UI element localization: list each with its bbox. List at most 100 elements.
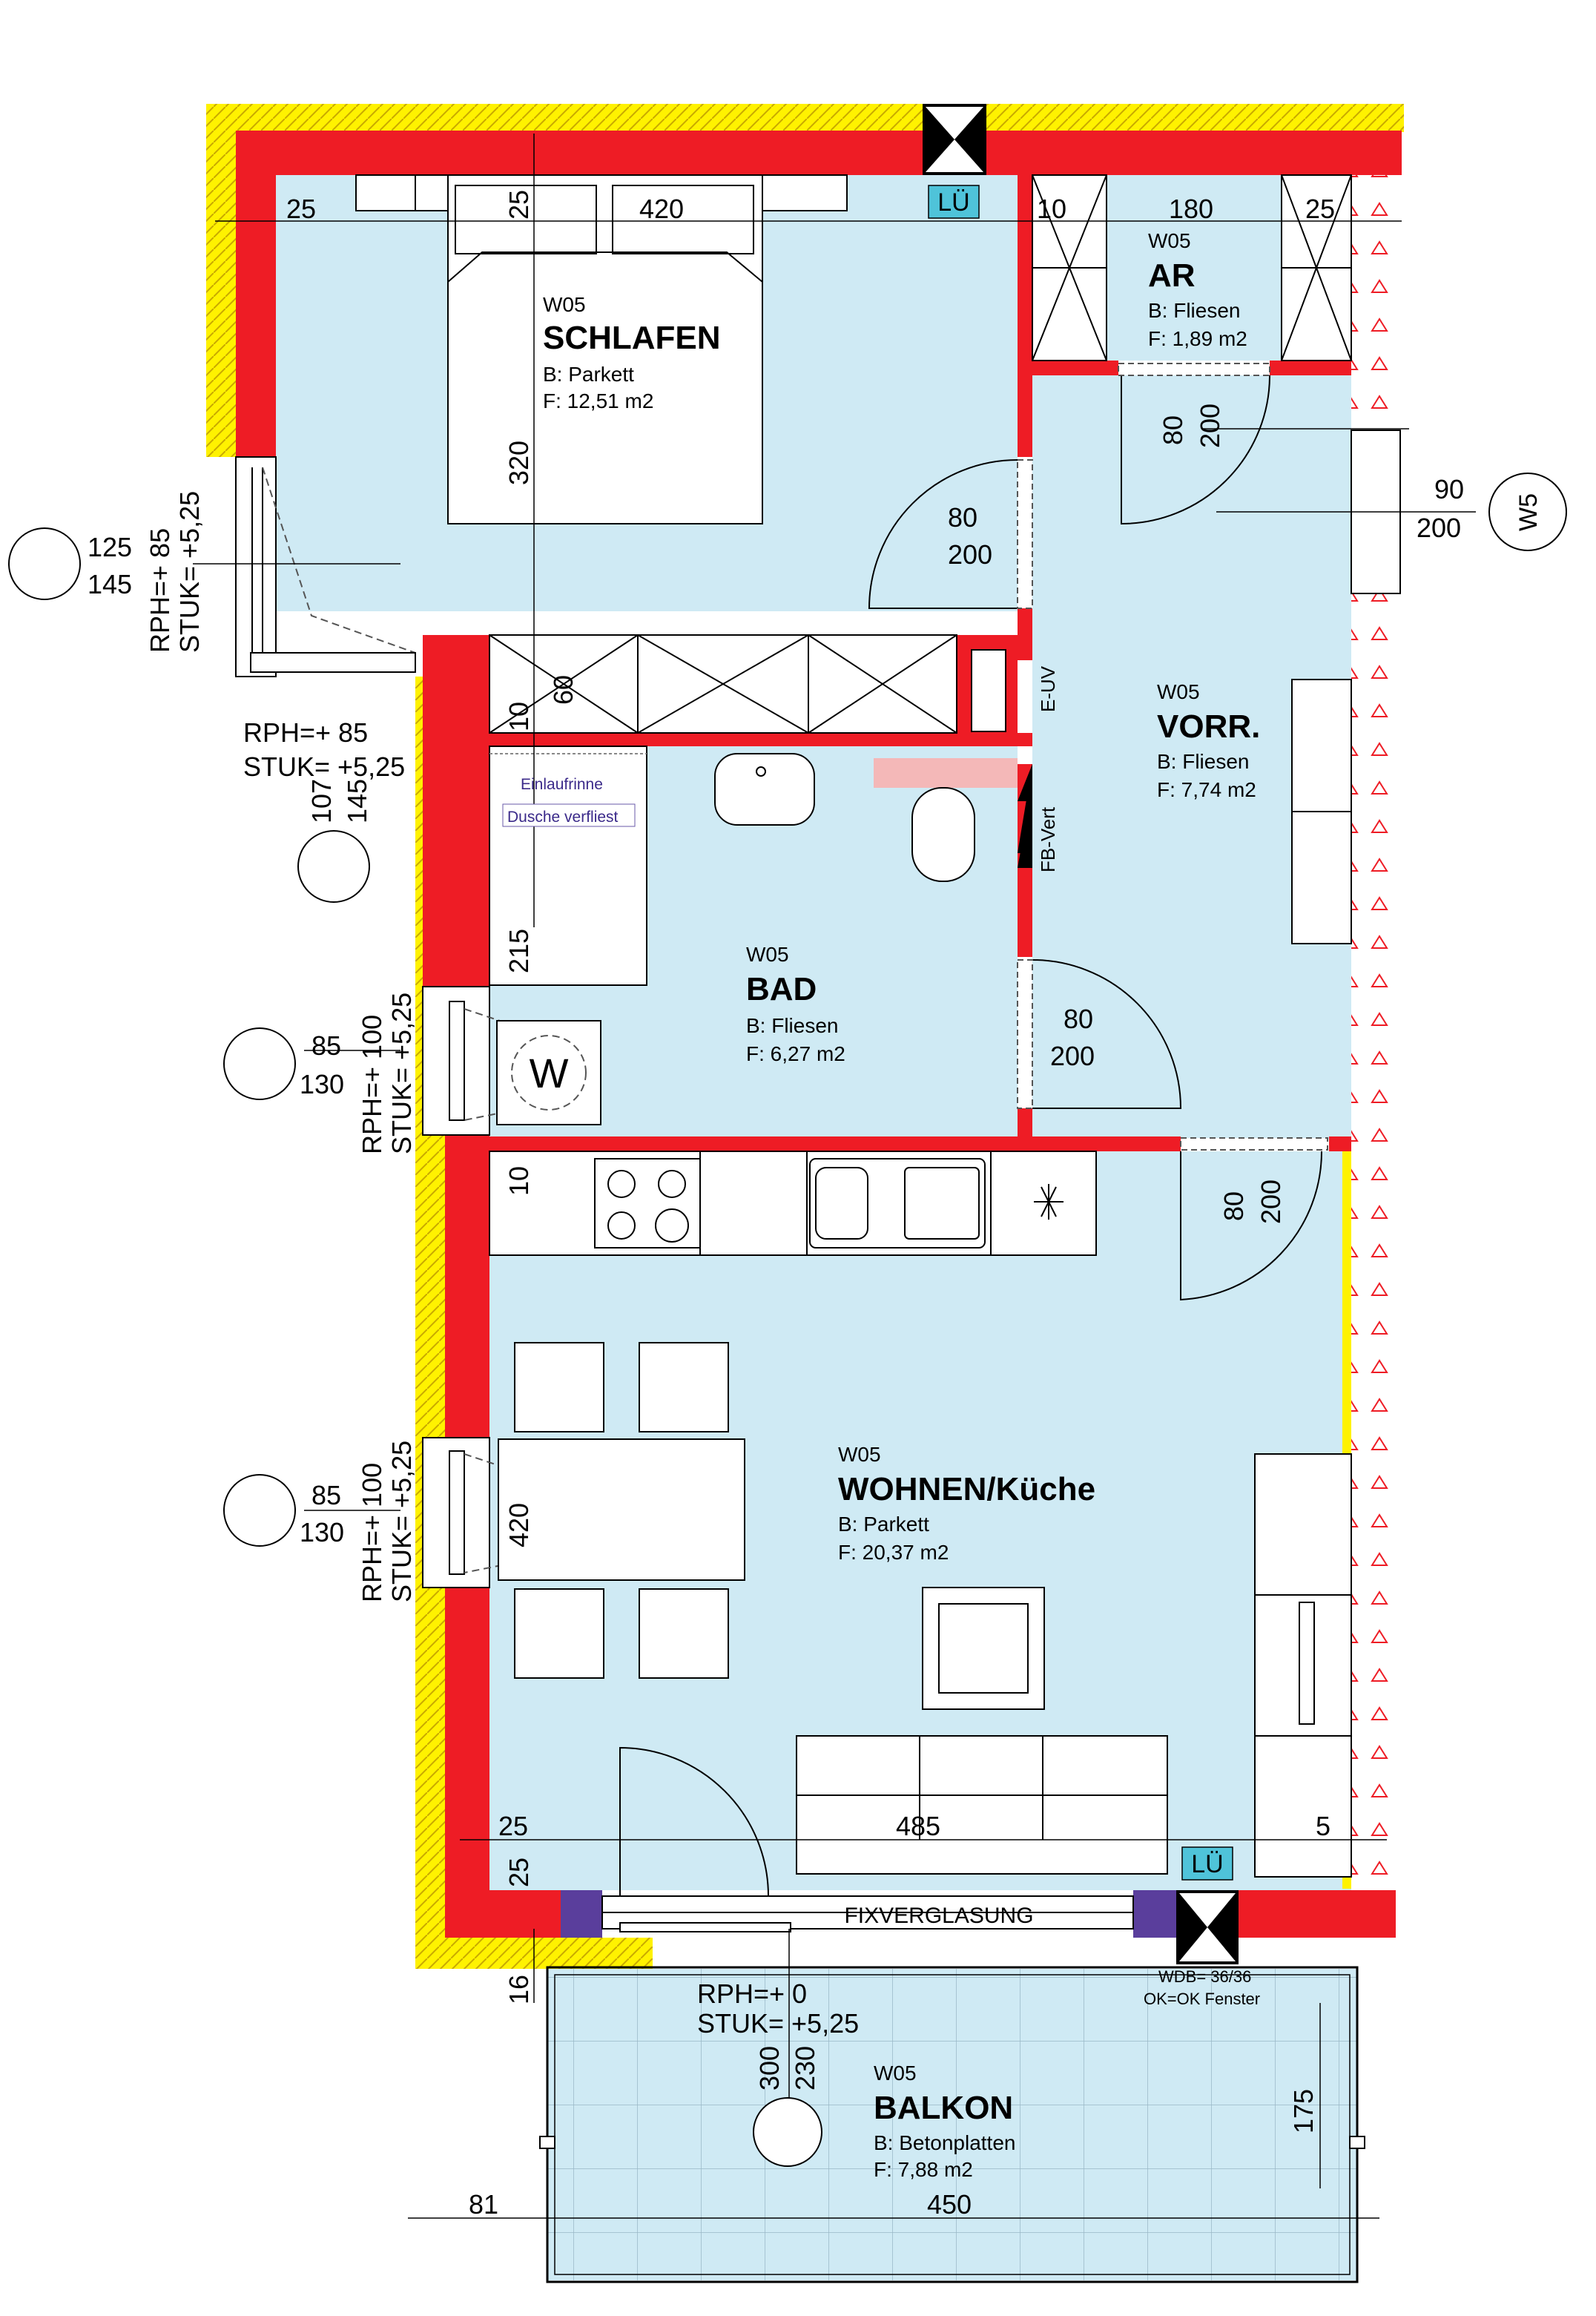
stuk: STUK= +5,25: [243, 751, 405, 782]
wall-bad-vorr-lower: [1018, 1108, 1032, 1139]
dim: 25: [504, 190, 534, 220]
wardrobe-cabinets: [489, 634, 957, 734]
wall-left-mid: [423, 635, 489, 987]
balkon-floor: [547, 1969, 1357, 2280]
dusche-label-box: [502, 803, 636, 827]
rph: RPH=+ 85: [243, 717, 368, 748]
dim: 215: [504, 929, 534, 973]
kitchen-counter: [489, 1151, 1097, 1256]
chair-3: [514, 1588, 604, 1679]
stuk: STUK= +5,25: [174, 491, 205, 653]
wall-bad-wohnen-r: [1329, 1136, 1351, 1151]
wall-bad-wohnen: [445, 1136, 1181, 1151]
wall-schlafen-vorr-lower: [1018, 608, 1032, 660]
dim: 200: [1417, 513, 1461, 543]
dim: 200: [1195, 404, 1225, 448]
window-annotation-wohnen: RPH=+ 100 STUK= +5,25 85 130: [300, 1441, 417, 1602]
dim: 60: [548, 675, 578, 705]
dim: 5: [1316, 1811, 1330, 1841]
room-label-balkon: W05 BALKON B: Betonplatten F: 7,88 m2: [874, 2062, 1015, 2181]
room-label-bad: W05 BAD B: Fliesen F: 6,27 m2: [746, 943, 845, 1065]
room-name: WOHNEN/Küche: [838, 1471, 1095, 1507]
fb-vert-label: FB-Vert: [1037, 806, 1059, 872]
room-floor: B: Parkett: [543, 363, 634, 386]
width: 125: [88, 532, 132, 562]
toilet: [911, 787, 975, 882]
bedroom-furniture: [355, 174, 848, 524]
width: 107: [306, 779, 337, 823]
window-marker-schlafen: [8, 527, 81, 600]
dim: 80: [1158, 415, 1188, 445]
dim: 81: [469, 2189, 498, 2220]
room-code: W05: [746, 943, 789, 966]
washing-machine: [496, 1020, 601, 1125]
wall-left-schlafen: [236, 131, 276, 457]
room-area: F: 20,37 m2: [838, 1541, 949, 1564]
balcony-frame: [539, 1966, 1365, 2283]
wall-schlafen-bad-2: [489, 733, 1032, 746]
euv-niche: [971, 649, 1006, 732]
window-annotation-balkon: RPH=+ 0 STUK= +5,25: [697, 1978, 859, 2039]
window-marker-bad: [223, 1027, 296, 1100]
column-left: [561, 1890, 602, 1938]
room-code: W05: [838, 1443, 881, 1466]
window-bad: [422, 986, 510, 1136]
wall-bottom-right: [1239, 1890, 1396, 1938]
pillow-right: [612, 185, 754, 254]
room-name: AR: [1148, 257, 1196, 294]
window-marker-wohnen: [223, 1474, 296, 1547]
room-name: SCHLAFEN: [543, 320, 721, 356]
wall-top-left: [236, 131, 923, 175]
room-code: W05: [874, 2062, 917, 2085]
dim: 25: [504, 1858, 534, 1887]
rph: RPH=+ 85: [145, 528, 175, 653]
window-annotation-schlafen: RPH=+ 85 STUK= +5,25 125 145: [88, 491, 205, 653]
kitchen: [489, 1151, 1097, 1256]
wall-ar-bottom: [1032, 361, 1118, 375]
dim: 80: [1219, 1191, 1249, 1221]
dim: 450: [927, 2189, 972, 2220]
washer-label: W: [530, 1050, 569, 1096]
dim: 300: [754, 2046, 785, 2090]
room-code: W05: [1157, 680, 1200, 703]
dining: [498, 1342, 745, 1679]
dimension-labels: 25 25 420 10 180 25 320 80 200 80 200 90…: [286, 190, 1464, 2220]
room-label-schlafen: W05 SCHLAFEN B: Parkett F: 12,51 m2: [543, 293, 721, 412]
stuk: STUK= +5,25: [386, 1441, 417, 1602]
bathroom-fixtures: [489, 746, 1018, 1125]
height: 145: [342, 779, 372, 823]
dim: 25: [1305, 194, 1335, 224]
lu-label-bottom: LÜ: [1191, 1850, 1223, 1878]
dim: 80: [948, 502, 977, 533]
room-area: F: 7,88 m2: [874, 2158, 973, 2181]
lu-label-top: LÜ: [937, 188, 969, 217]
dim: 200: [948, 539, 992, 570]
washbasin: [714, 753, 815, 826]
dim: 25: [286, 194, 316, 224]
toilet-tank: [874, 758, 1018, 788]
nightstand-left: [355, 174, 416, 211]
room-label-vorr: W05 VORR. B: Fliesen F: 7,74 m2: [1157, 680, 1260, 801]
room-floor: B: Betonplatten: [874, 2131, 1015, 2154]
lu-badge-bottom: [1181, 1846, 1233, 1881]
chair-1: [514, 1342, 604, 1432]
column-right: [1133, 1890, 1176, 1938]
dim: 320: [504, 441, 534, 485]
height: 145: [88, 569, 132, 599]
sofa: [796, 1735, 1168, 1875]
room-code: W05: [1148, 229, 1191, 252]
ar-shelves: [1032, 174, 1352, 361]
door-marker-balkon: [753, 2097, 822, 2167]
window-schlafen: [235, 456, 416, 677]
ok-fenster-label: OK=OK Fenster: [1144, 1990, 1260, 2008]
room-name: VORR.: [1157, 708, 1260, 745]
dim: 10: [504, 702, 534, 731]
dim: 10: [1037, 194, 1066, 224]
wall-schlafen-vorr-upper: [1018, 175, 1032, 457]
rph: RPH=+ 100: [357, 1463, 387, 1602]
dim: 200: [1256, 1180, 1286, 1224]
rph: RPH=+ 100: [357, 1015, 387, 1154]
room-floor: B: Parkett: [838, 1513, 929, 1536]
window-annotation-bad: RPH=+ 100 STUK= +5,25 85 130: [300, 993, 417, 1154]
